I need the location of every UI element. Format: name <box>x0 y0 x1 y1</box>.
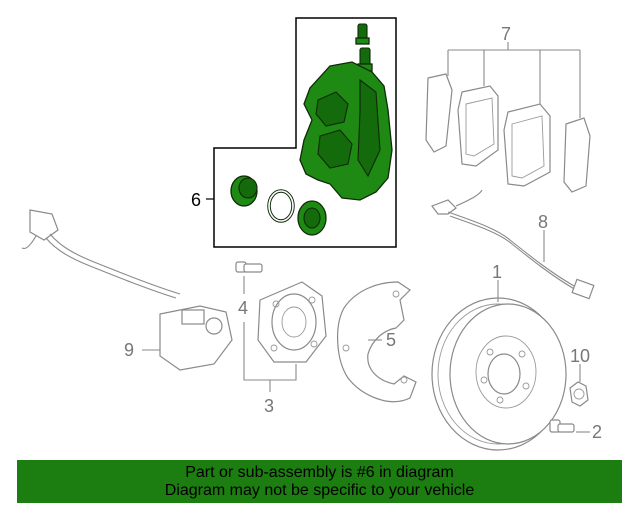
callout-4[interactable]: 4 <box>238 298 248 318</box>
callout-10[interactable]: 10 <box>570 346 590 366</box>
caliper-bridge <box>357 78 381 178</box>
banner-line-2: Diagram may not be specific to your vehi… <box>164 481 475 499</box>
hub-bearing[interactable] <box>257 281 327 363</box>
splash-shield[interactable] <box>337 281 417 403</box>
caliper-assembly[interactable] <box>230 23 393 236</box>
banner-line-1: Part or sub-assembly is #6 in diagram <box>185 463 454 481</box>
callout-5[interactable]: 5 <box>386 330 396 350</box>
piston-seal-ring <box>267 189 295 223</box>
brake-rotor[interactable] <box>431 297 567 451</box>
callout-3[interactable]: 3 <box>264 396 274 416</box>
callout-6[interactable]: 6 <box>191 190 201 210</box>
bleeder-screw-top <box>355 23 370 45</box>
wheel-speed-sensor[interactable] <box>21 209 233 371</box>
callout-8[interactable]: 8 <box>538 212 548 232</box>
part-6-group-frame <box>213 17 397 248</box>
piston <box>230 175 258 207</box>
brake-pad-inner[interactable] <box>503 103 551 187</box>
pad-shim-inner[interactable] <box>563 117 591 193</box>
callout-9[interactable]: 9 <box>124 340 134 360</box>
brake-pad-outer[interactable] <box>457 85 499 167</box>
wear-sensor[interactable] <box>431 189 595 300</box>
caliper-piston-bore-upper <box>315 91 349 127</box>
callout-7[interactable]: 7 <box>501 24 511 44</box>
pad-shim-outer[interactable] <box>425 73 453 153</box>
callout-2[interactable]: 2 <box>592 422 602 442</box>
callout-1[interactable]: 1 <box>492 262 502 282</box>
dust-boot <box>297 200 327 236</box>
wheel-stud[interactable] <box>235 261 263 273</box>
caliper-piston-bore-lower <box>317 129 353 169</box>
hub-nut[interactable] <box>569 381 589 407</box>
info-banner: Part or sub-assembly is #6 in diagram Di… <box>17 460 622 503</box>
rotor-bolt[interactable] <box>549 419 575 433</box>
